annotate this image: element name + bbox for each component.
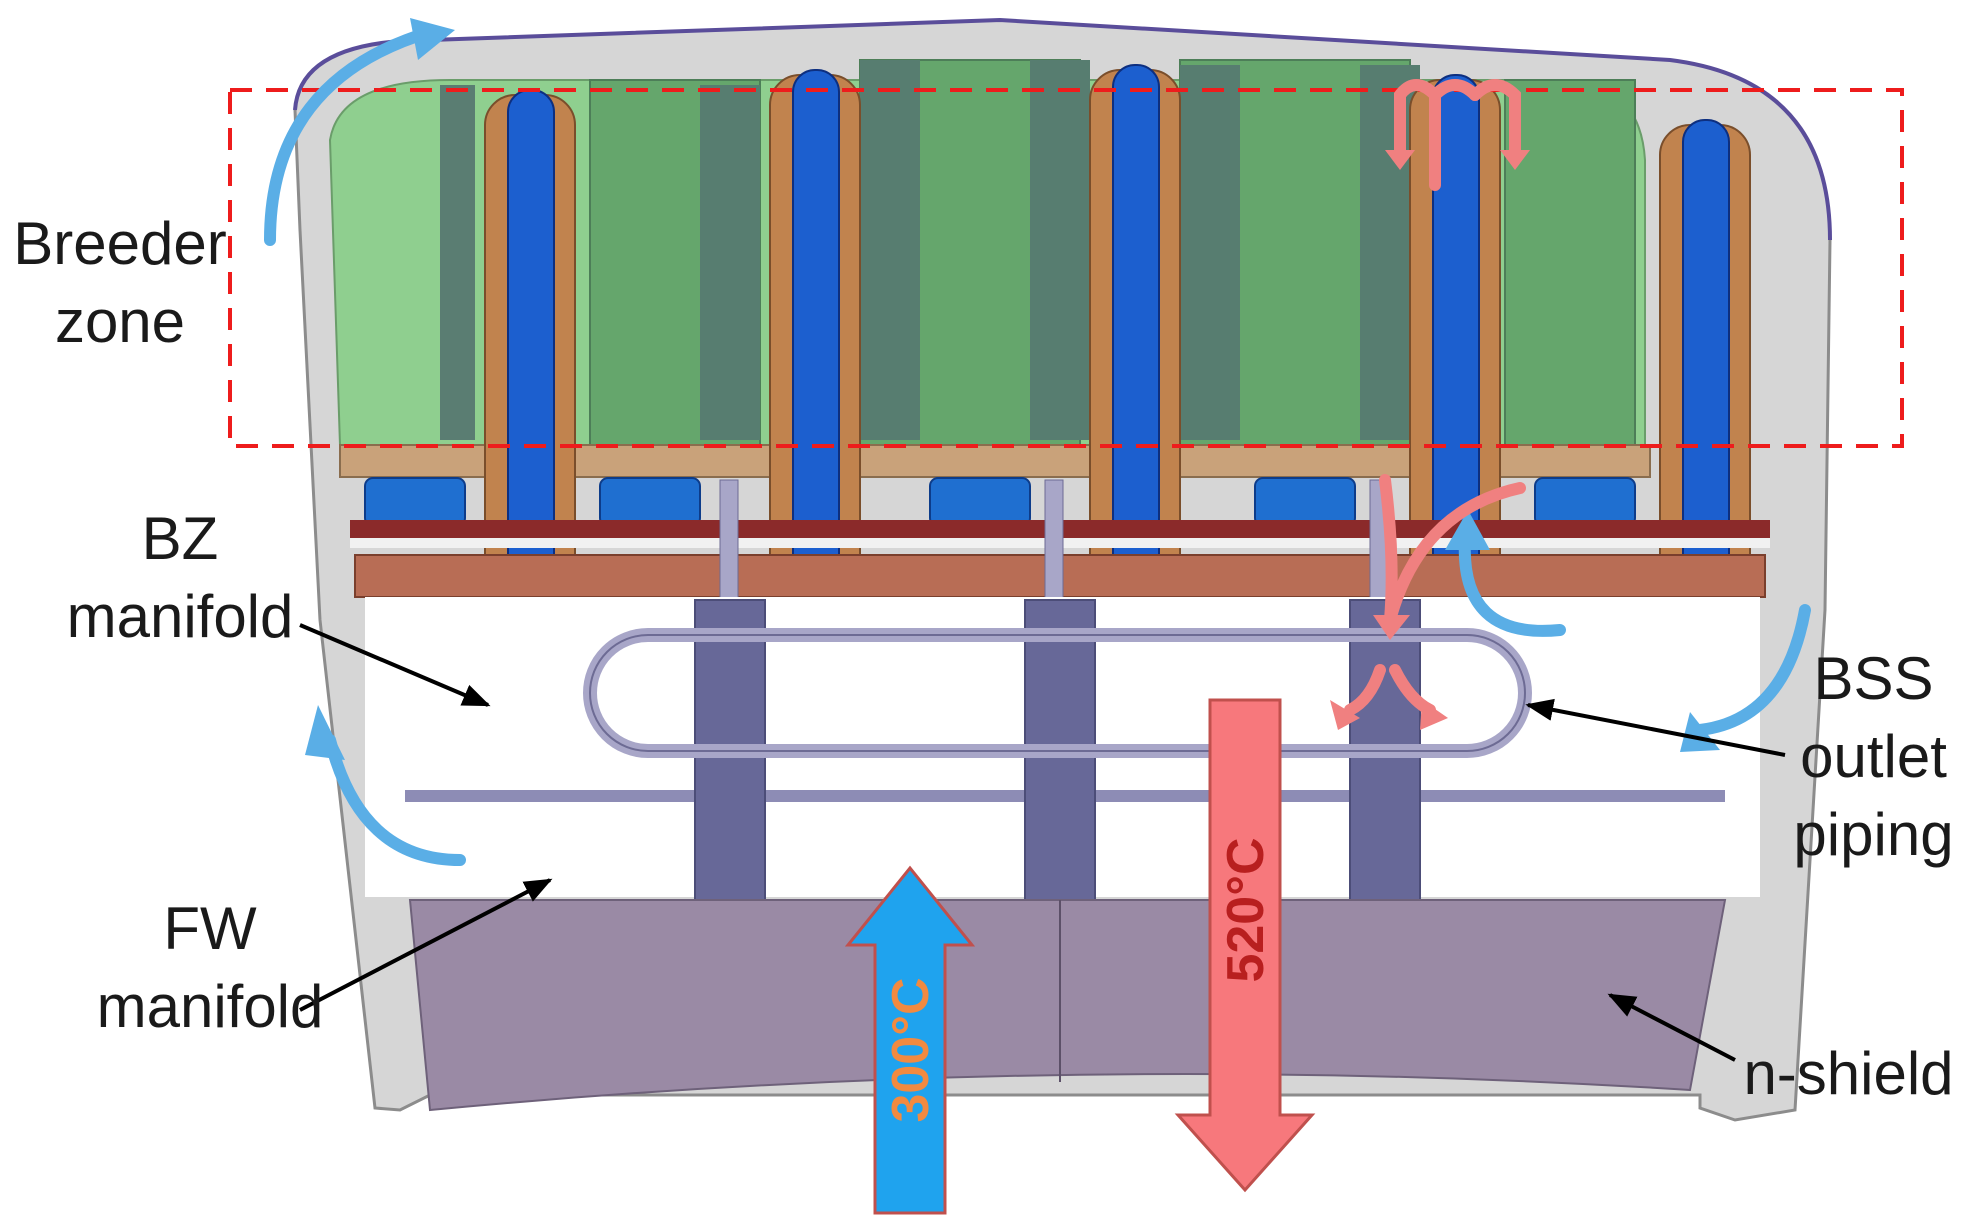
bss-label-line3: piping [1780,796,1967,874]
n-shield-label: n-shield [1730,1035,1967,1113]
rod-2 [1045,480,1063,600]
breeder-cell-8 [1180,65,1240,440]
bz-manifold-label-line2: manifold [60,578,300,656]
fw-manifold-label-line2: manifold [90,968,330,1046]
fw-manifold-label-line1: FW [90,890,330,968]
rod-1 [720,480,738,600]
breeder-cell-5 [860,60,920,440]
inlet-temperature: 300°C [882,977,940,1122]
bss-outlet-piping-label: BSS outlet piping [1780,640,1967,874]
bss-label-line2: outlet [1780,718,1967,796]
breeder-zone-label: Breeder zone [0,205,240,361]
bz-manifold-label: BZ manifold [60,500,300,656]
breeder-zone-label-line2: zone [0,283,240,361]
breeder-cell-1 [440,85,475,440]
bss-label-line1: BSS [1780,640,1967,718]
fw-manifold-label: FW manifold [90,890,330,1046]
breeder-zone-label-line1: Breeder [0,205,240,283]
breeder-cell-3 [700,85,760,440]
n-shield-label-text: n-shield [1730,1035,1967,1113]
breeder-cell-10 [1505,80,1635,445]
outlet-temperature: 520°C [1217,837,1275,982]
bz-manifold-label-line1: BZ [60,500,300,578]
breeder-cell-6 [1030,60,1090,440]
